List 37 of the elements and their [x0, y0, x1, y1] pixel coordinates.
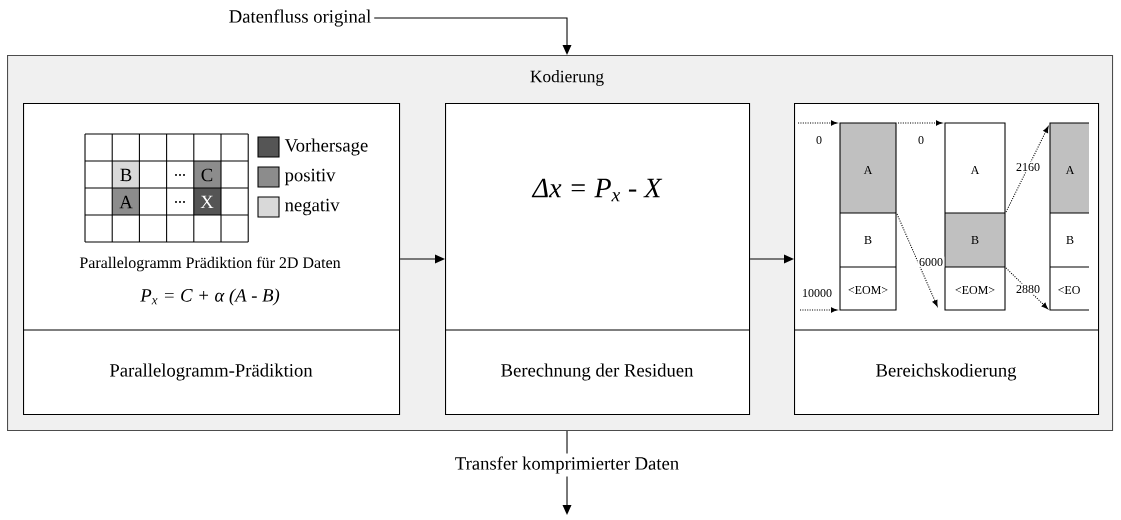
range-value: 0: [814, 134, 824, 146]
grid-letter: X: [200, 195, 214, 209]
range-value: 10000: [800, 287, 834, 299]
legend-label: positiv: [284, 168, 336, 186]
arrow: [373, 17, 572, 55]
panel-label: Berechnung der Residuen: [501, 363, 694, 381]
segment-label: <EOM>: [955, 285, 995, 295]
arrow: [749, 254, 794, 264]
grid-letter: B: [120, 168, 132, 182]
segment-label: A: [970, 166, 980, 174]
range-value: 2160: [1014, 161, 1042, 173]
flow-label: Transfer komprimierter Daten: [455, 456, 679, 474]
range-value: 0: [916, 134, 926, 146]
legend-label: negativ: [285, 198, 340, 216]
segment-label: A: [863, 166, 873, 174]
segment-label: B: [971, 236, 979, 244]
grid-letter: C: [201, 168, 213, 182]
range-value: 2880: [1014, 283, 1042, 295]
flow-label: Datenfluss original: [229, 9, 371, 27]
formula: Δx = P$_{x}$ - X: [531, 178, 663, 202]
formula: P$_{x}$ = C + α (A - B): [140, 288, 280, 306]
ellipsis: ...: [175, 201, 185, 203]
legend-label: Vorhersage: [284, 138, 368, 156]
panel-label: Parallelogramm-Prädiktion: [109, 363, 313, 381]
box-title: Kodierung: [530, 70, 604, 86]
grid-letter: A: [119, 195, 133, 209]
range-value: 6000: [917, 256, 945, 268]
ellipsis: ...: [175, 174, 185, 176]
segment-label: B: [864, 236, 872, 244]
segment-label: A: [1065, 166, 1075, 174]
segment-label: B: [1066, 236, 1074, 244]
segment-label: <EO: [1058, 285, 1080, 295]
panel-label: Parallelogramm Prädiktion für 2D Daten: [79, 256, 341, 272]
segment-label: <EOM>: [848, 285, 888, 295]
arrow: [399, 254, 445, 264]
arrow: [562, 475, 572, 515]
panel-label: Bereichskodierung: [876, 363, 1017, 381]
